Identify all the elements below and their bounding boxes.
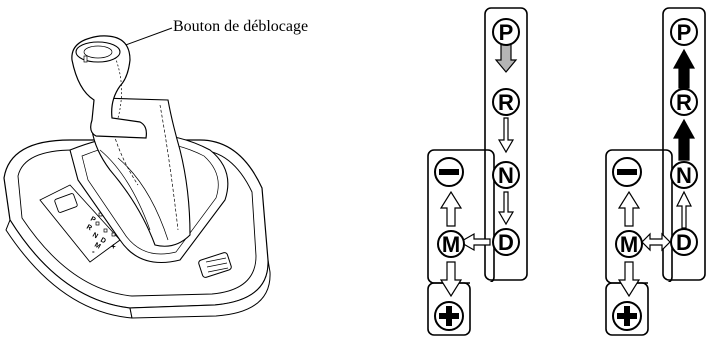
shift-pattern-release: P R N D M xyxy=(605,7,706,336)
position-r: R xyxy=(492,88,520,116)
position-d: D xyxy=(670,228,698,256)
arrow-m-up xyxy=(617,190,641,227)
boot-fold-2 xyxy=(117,157,169,241)
position-r: R xyxy=(670,88,698,116)
arrow-m-d xyxy=(641,232,671,252)
console-front-edge xyxy=(129,259,271,319)
gate-letter-n: N xyxy=(91,232,99,241)
boot-fold-1 xyxy=(99,149,151,231)
gate-letter-r: R xyxy=(85,224,93,233)
position-d-label: D xyxy=(676,230,692,255)
indicator-window xyxy=(54,193,78,213)
console-switch xyxy=(198,252,232,278)
arrow-r-to-n xyxy=(497,117,515,154)
arrow-d-to-n xyxy=(676,190,692,229)
gate-letters: P R N D M xyxy=(85,216,107,251)
knob-seam xyxy=(109,45,122,119)
svg-text:-: - xyxy=(92,247,95,256)
arrow-n-to-r xyxy=(672,118,696,161)
minus-icon xyxy=(612,157,642,187)
release-button-callout: Bouton de déblocage xyxy=(173,18,309,35)
arrow-m-up xyxy=(439,190,463,227)
console-base-inner xyxy=(17,149,257,297)
release-button-inner xyxy=(83,45,113,59)
position-r-label: R xyxy=(676,90,692,115)
position-p-label: P xyxy=(677,20,692,45)
position-d-label: D xyxy=(498,230,514,255)
arrow-r-to-p xyxy=(672,48,696,89)
release-button-mark xyxy=(83,55,88,63)
svg-text:+: + xyxy=(111,242,116,251)
arrow-m-down xyxy=(439,261,463,298)
position-n-label: N xyxy=(498,163,514,188)
position-r-label: R xyxy=(498,90,514,115)
position-m: M xyxy=(437,230,465,258)
position-n-label: N xyxy=(676,163,692,188)
arrow-m-down xyxy=(617,261,641,298)
position-n: N xyxy=(492,161,520,189)
position-d: D xyxy=(492,228,520,256)
gate-letter-m: M xyxy=(93,242,102,251)
minus-icon xyxy=(434,157,464,187)
gate-outline-main xyxy=(662,7,706,281)
boot-stitch xyxy=(159,104,179,231)
position-n: N xyxy=(670,161,698,189)
plus-icon xyxy=(434,301,464,331)
arrow-p-to-r xyxy=(494,41,518,73)
gear-shifter-illustration: P R N D M - + xyxy=(3,27,271,319)
gate-minus-plus-marks: - + xyxy=(92,242,116,256)
release-button xyxy=(75,41,121,63)
gate-letter-p: P xyxy=(89,216,97,225)
gate-letter-d: D xyxy=(99,237,107,246)
position-p: P xyxy=(670,18,698,46)
position-m-label: M xyxy=(620,232,638,257)
plus-icon xyxy=(612,301,642,331)
position-m-label: M xyxy=(442,232,460,257)
arrow-n-to-d xyxy=(497,191,515,226)
position-p: P xyxy=(492,18,520,46)
shift-pattern-normal: P R N D M xyxy=(427,7,528,336)
position-p-label: P xyxy=(499,20,514,45)
boot-stitch-2 xyxy=(107,109,139,186)
position-m: M xyxy=(615,230,643,258)
gate-outline-main xyxy=(484,7,528,281)
